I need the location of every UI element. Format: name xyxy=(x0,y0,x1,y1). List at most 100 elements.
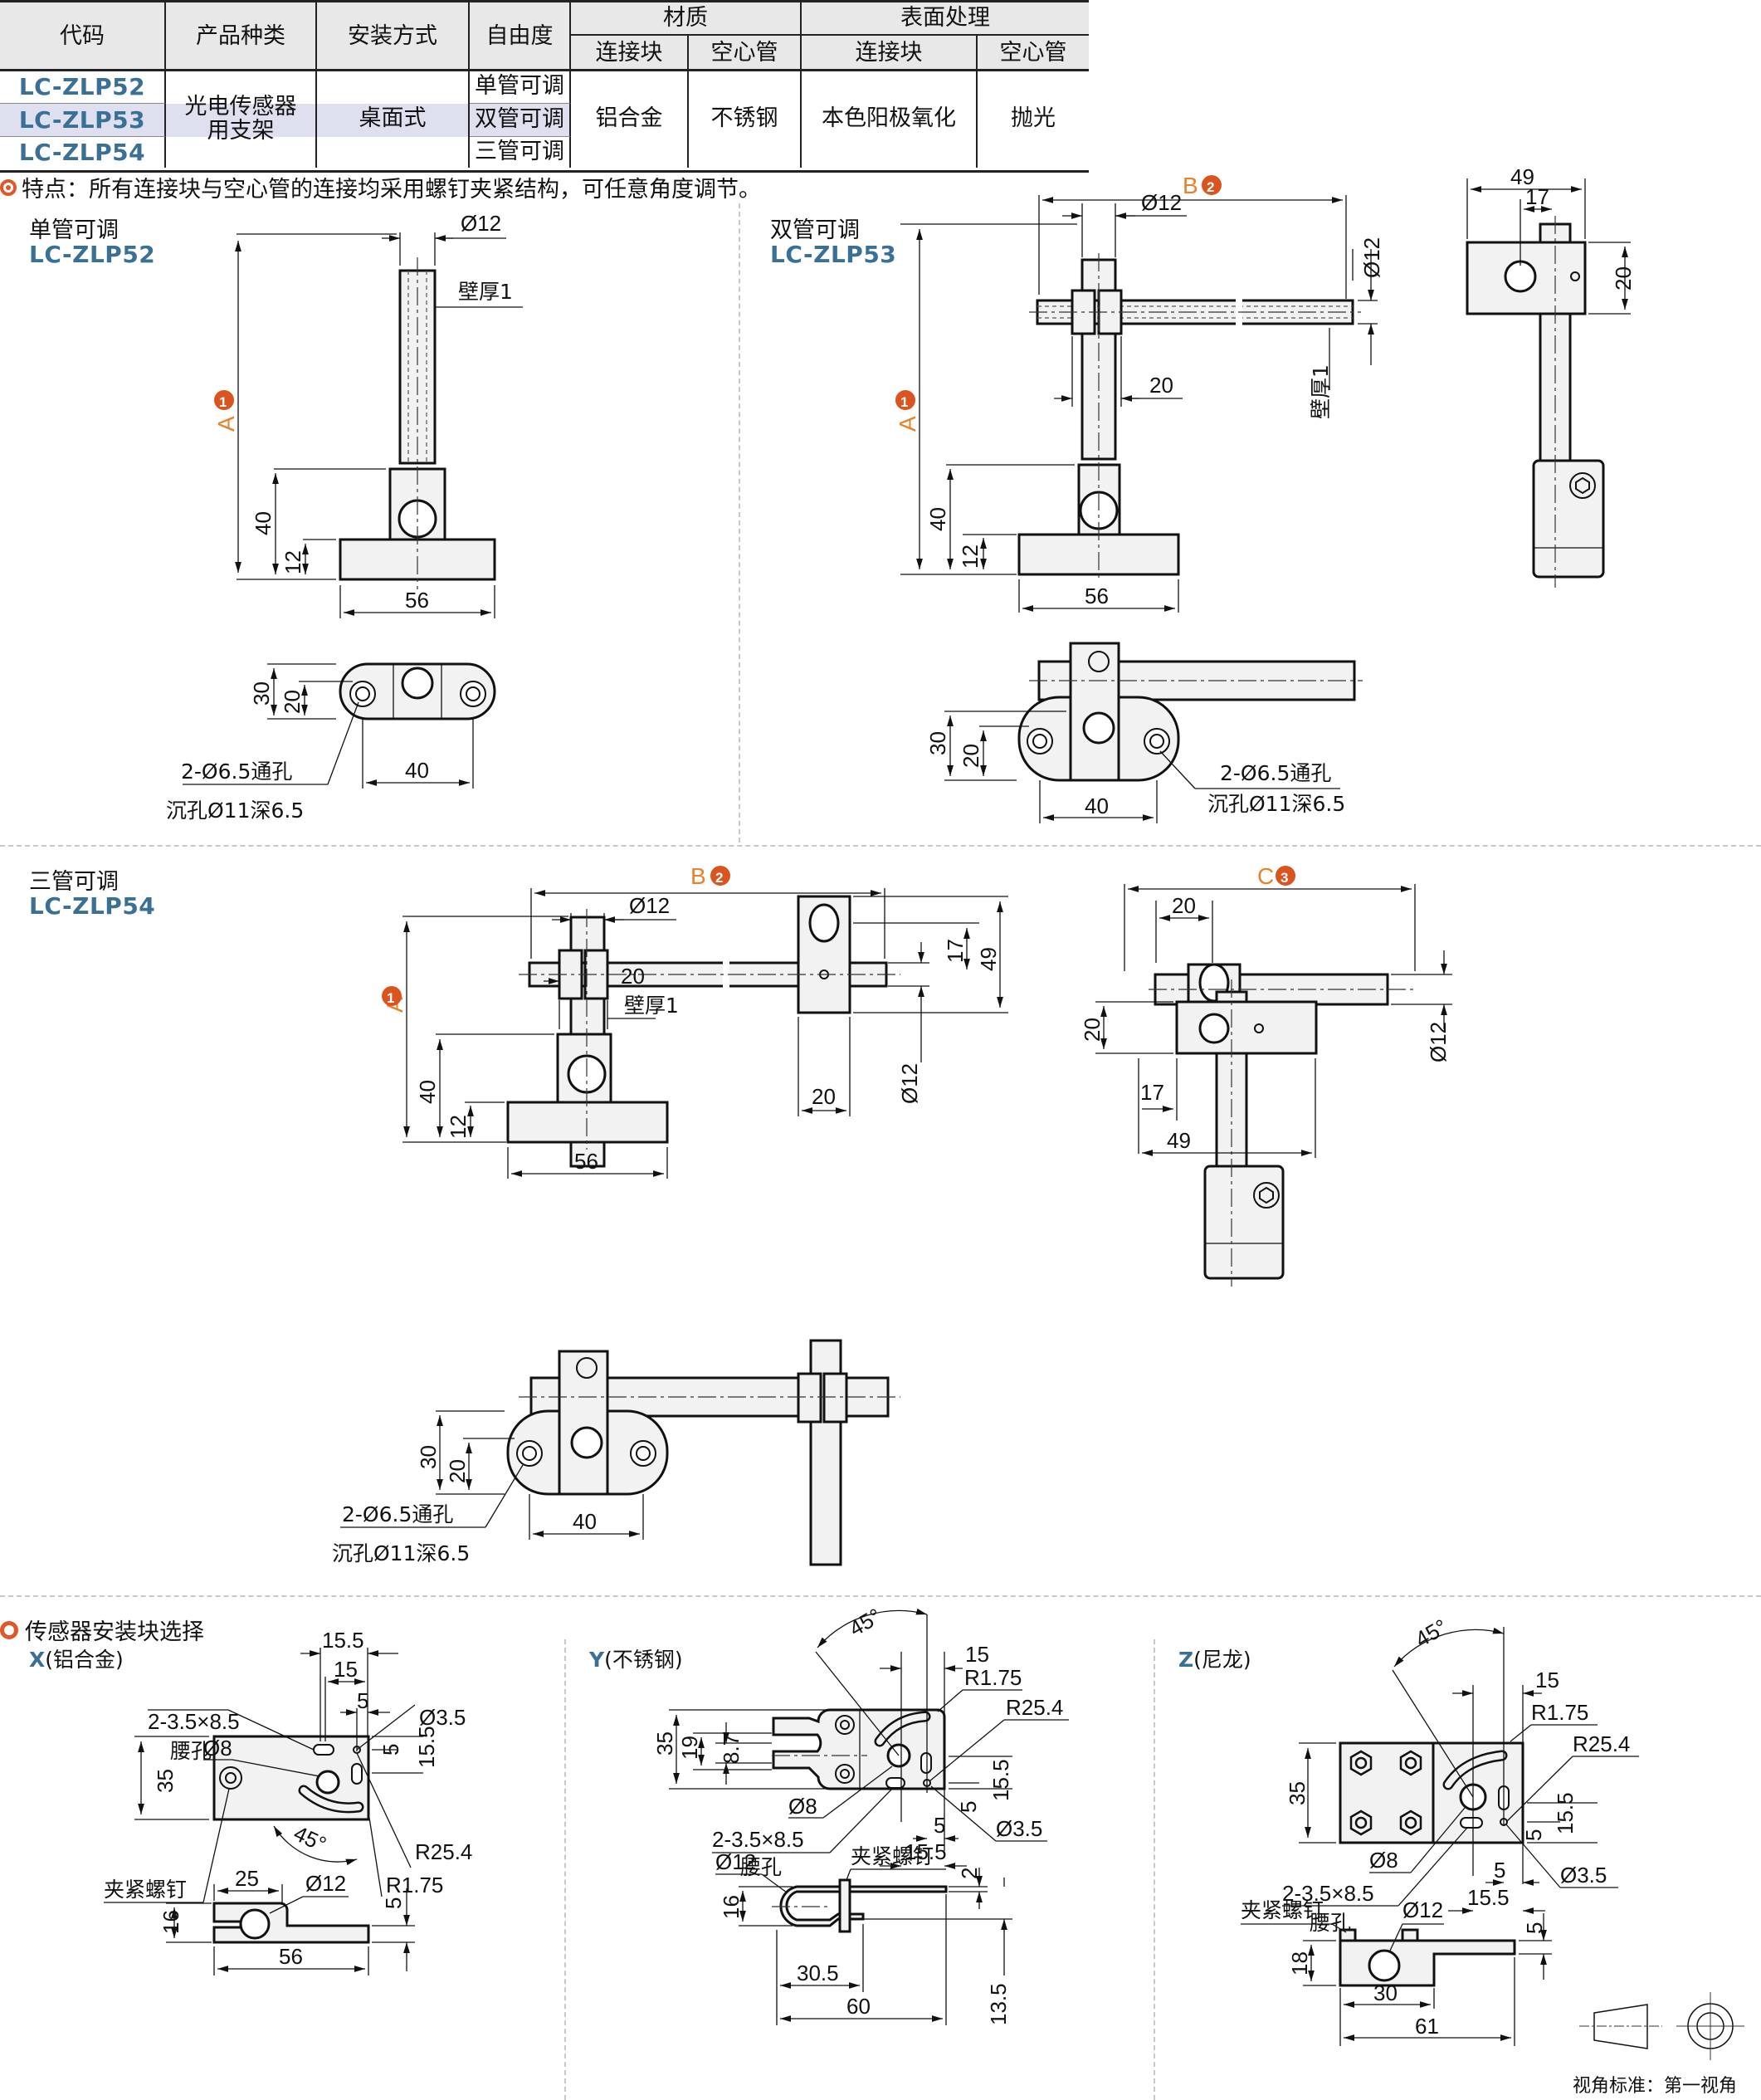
sensor-y-slot1: 2-3.5×8.5 xyxy=(712,1827,804,1852)
sensor-y-letter: Y xyxy=(589,1648,605,1672)
sensor-x-h5: 5 xyxy=(378,1744,403,1756)
dim-zlp54-C: C xyxy=(1257,863,1274,889)
dim-zlp52-h30: 30 xyxy=(249,681,274,706)
sensor-x-letter: X xyxy=(29,1648,46,1672)
section-code-zlp52: LC-ZLP52 xyxy=(29,241,156,268)
sensor-y-w155: 15.5 xyxy=(905,1839,947,1864)
badge-1c-icon xyxy=(382,986,402,1006)
divider-vertical-top xyxy=(739,203,740,842)
sensor-y-a45: 45° xyxy=(845,1604,885,1642)
sensor-x-slot1: 2-3.5×8.5 xyxy=(148,1709,240,1734)
sensor-x-drawing: 35 15.5 15 5 2-3.5×8.5 腰孔 Ø8 Ø3.5 5 15.5… xyxy=(104,1628,472,1975)
sensor-y-w60: 60 xyxy=(846,1994,871,2019)
header-freedom: 自由度 xyxy=(470,2,571,71)
sensor-x-h5b: 5 xyxy=(381,1897,406,1909)
sensor-z-d35h: Ø3.5 xyxy=(1560,1863,1607,1888)
sensor-z-h5b: 5 xyxy=(1522,1922,1547,1934)
hole-note-zlp53-2: 沉孔Ø11深6.5 xyxy=(1207,792,1345,816)
sensor-x-w5: 5 xyxy=(357,1688,368,1713)
dim-zlp53-h40: 40 xyxy=(925,507,950,531)
sensor-z-a45: 45° xyxy=(1411,1614,1451,1653)
view-standard: 视角标准：第一视角 xyxy=(1573,2076,1738,2097)
dim-zlp54-d12: Ø12 xyxy=(629,893,670,918)
bullet-icon xyxy=(0,178,17,196)
sensor-x-w15: 15 xyxy=(334,1657,358,1682)
badge-3-text: 3 xyxy=(1281,870,1288,886)
header-mounting: 安装方式 xyxy=(317,2,470,71)
sensor-z-screw: 夹紧螺钉 xyxy=(1241,1898,1324,1922)
zlp52-top-view: 30 20 40 2-Ø6.5通孔 沉孔Ø11深6.5 xyxy=(166,662,496,823)
surface-tube-cell: 抛光 xyxy=(1011,105,1056,132)
header-material-tube: 空心管 xyxy=(689,36,802,71)
feature-note: 特点：所有连接块与空心管的连接均采用螺钉夹紧结构，可任意角度调节。 xyxy=(0,171,761,203)
dim-zlp54-top-h30: 30 xyxy=(416,1445,441,1469)
sensor-x-slot2: 腰孔 xyxy=(170,1739,212,1763)
dim-zlp53-w20: 20 xyxy=(1149,373,1173,398)
badge-1-text: 1 xyxy=(219,394,227,410)
dim-zlp54-B: B xyxy=(690,863,706,889)
dim-zlp52-w56: 56 xyxy=(405,588,429,613)
badge-1b-text: 1 xyxy=(900,394,908,410)
zlp53-top-view: 30 20 40 2-Ø6.5通孔 沉孔Ø11深6.5 xyxy=(925,642,1363,823)
dim-zlp53-top-h20: 20 xyxy=(959,744,983,768)
hole-note-zlp54-2: 沉孔Ø11深6.5 xyxy=(332,1541,470,1565)
dim-zlp53-d12-vertical: Ø12 xyxy=(1359,237,1384,278)
badge-2-text: 2 xyxy=(1207,179,1214,195)
sensor-y-h35: 35 xyxy=(652,1731,677,1756)
dim-zlp53-side-h20: 20 xyxy=(1611,266,1636,291)
dim-zlp54-side-h20: 20 xyxy=(1080,1018,1105,1042)
feature-note-text: 特点：所有连接块与空心管的连接均采用螺钉夹紧结构，可任意角度调节。 xyxy=(22,177,761,203)
dim-zlp53-side-w17: 17 xyxy=(1525,184,1549,209)
dim-zlp52-h12: 12 xyxy=(280,550,305,574)
section-title-zlp53: 双管可调 xyxy=(770,217,860,243)
product-type-line2: 用支架 xyxy=(207,117,275,144)
zlp54-side-view: C 3 20 20 17 49 Ø12 xyxy=(1080,863,1452,1287)
sensor-y-screw: 夹紧螺钉 xyxy=(851,1844,934,1868)
sensor-z-drawing: 35 45° 15 R1.75 R25.4 Ø8 2-3.5×8.5 腰孔 Ø3… xyxy=(1241,1614,1639,2046)
dim-zlp53-side-w49: 49 xyxy=(1510,164,1534,189)
sensor-y-r175: R1.75 xyxy=(964,1665,1022,1690)
sensor-x-label: X(铝合金) xyxy=(29,1643,124,1673)
sensor-y-w5: 5 xyxy=(934,1813,945,1838)
header-product-type: 产品种类 xyxy=(166,2,317,71)
sensor-y-d35h: Ø3.5 xyxy=(996,1816,1042,1841)
dim-zlp52-h20: 20 xyxy=(280,690,305,714)
header-material: 材质 xyxy=(571,2,802,36)
dim-zlp54-w56: 56 xyxy=(574,1149,598,1174)
badge-1b-icon xyxy=(895,390,915,410)
dim-zlp54-side-w17: 17 xyxy=(1140,1080,1164,1105)
dim-zlp54-right-h49: 49 xyxy=(976,947,1001,971)
sensor-z-h35: 35 xyxy=(1285,1781,1310,1805)
sensor-y-h155: 15.5 xyxy=(988,1759,1013,1801)
sensor-y-h87: 8.7 xyxy=(719,1734,744,1764)
sensor-z-w15: 15 xyxy=(1535,1668,1559,1692)
hole-note-zlp54-1: 2-Ø6.5通孔 xyxy=(342,1502,453,1526)
sensor-x-w56: 56 xyxy=(279,1944,303,1969)
dim-zlp54-top-h20: 20 xyxy=(445,1459,470,1483)
sensor-z-d8: Ø8 xyxy=(1369,1848,1398,1873)
sensor-y-h135: 13.5 xyxy=(986,1983,1011,2025)
sensor-x-d35: Ø3.5 xyxy=(419,1705,466,1730)
section-code-zlp53: LC-ZLP53 xyxy=(770,241,897,268)
sensor-section-title: 传感器安装块选择 xyxy=(25,1619,204,1645)
sensor-z-letter: Z xyxy=(1178,1648,1194,1672)
zlp54-top-view: 30 20 40 2-Ø6.5通孔 沉孔Ø11深6.5 xyxy=(332,1339,900,1566)
badge-1-icon xyxy=(214,390,234,410)
sensor-z-material: (尼龙) xyxy=(1193,1648,1251,1672)
divider-vertical-bottom-2 xyxy=(1154,1639,1155,2100)
sensor-z-r175: R1.75 xyxy=(1531,1700,1588,1725)
dim-zlp52-w40: 40 xyxy=(405,758,429,783)
sensor-x-h16: 16 xyxy=(159,1910,183,1934)
material-block-cell: 铝合金 xyxy=(571,71,689,168)
zlp54-front-view: B 2 Ø12 20 壁厚1 A 1 40 12 56 20 49 17 xyxy=(382,863,1008,1179)
row-code-zlp52: LC-ZLP52 xyxy=(0,71,166,104)
dim-zlp52-A: A xyxy=(213,416,239,432)
sensor-y-h16: 16 xyxy=(719,1895,744,1919)
hole-note-zlp52-2: 沉孔Ø11深6.5 xyxy=(166,798,304,823)
sensor-y-h2: 2 xyxy=(957,1868,982,1879)
sensor-y-w305: 30.5 xyxy=(797,1961,839,1985)
row-freedom-zlp53: 双管可调 xyxy=(470,104,571,137)
header-code: 代码 xyxy=(0,2,166,71)
sensor-z-w30: 30 xyxy=(1373,1980,1398,2005)
